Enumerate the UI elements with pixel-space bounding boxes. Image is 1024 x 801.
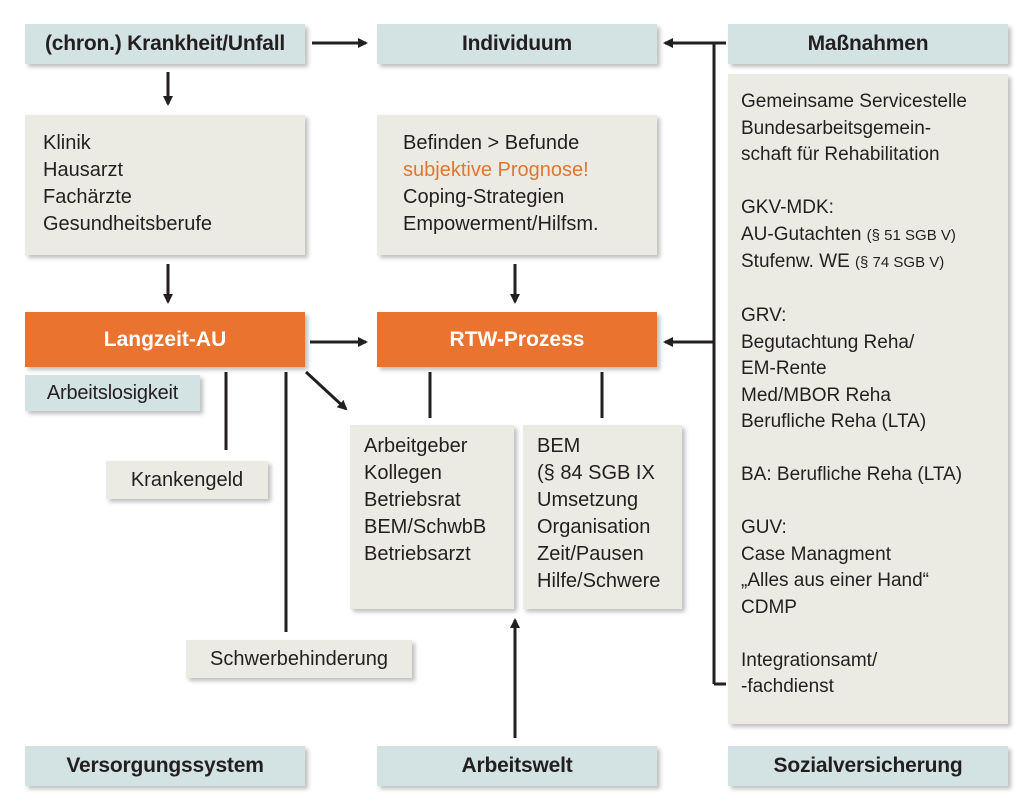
individuum-line: Coping-Strategien (403, 186, 565, 208)
integration-line: Integrationsamt/ (741, 649, 878, 671)
bem-box: BEM (§ 84 SGB IX Umsetzung Organisation … (523, 425, 682, 609)
servicestelle-line: Gemeinsame Servicestelle (741, 91, 967, 112)
individuum-line: Empowerment/Hilfsm. (403, 213, 599, 235)
arbeitgeber-line: BEM/SchwbB (364, 516, 487, 538)
guv-line: Case Managment (741, 543, 891, 565)
individuum-line: Befinden > Befunde (403, 132, 580, 154)
arrow-langzeit-to-arbeitgeber (304, 370, 348, 411)
bem-line: Zeit/Pausen (537, 543, 644, 565)
guv-line: „Alles aus einer Hand“ (741, 570, 929, 591)
servicestelle-line: Bundesarbeitsgemein- (741, 117, 932, 139)
bem-line: Umsetzung (537, 489, 639, 511)
schwerbehinderung-tag: Schwerbehinderung (186, 640, 412, 678)
arbeitgeber-line: Betriebsrat (364, 489, 461, 511)
guv-line: CDMP (741, 596, 797, 618)
bem-line: BEM (537, 435, 581, 457)
versorgung-line: Hausarzt (43, 159, 124, 181)
grv-line: Begutachtung Reha/ (741, 331, 915, 353)
arbeitgeber-line: Kollegen (364, 462, 442, 484)
arbeitgeber-line: Arbeitgeber (364, 435, 468, 457)
header-massnahmen: Maßnahmen (728, 24, 1008, 64)
grv-line: GRV: (741, 305, 787, 326)
gkv-au-line: AU-Gutachten (§ 51 SGB V) (741, 223, 956, 245)
arbeitslosigkeit-tag: Arbeitslosigkeit (25, 375, 200, 411)
bem-line: Organisation (537, 516, 651, 538)
versorgung-line: Fachärzte (43, 186, 132, 208)
bem-line: (§ 84 SGB IX (537, 462, 655, 484)
krankengeld-tag: Krankengeld (106, 461, 268, 499)
grv-line: Berufliche Reha (LTA) (741, 411, 927, 432)
header-individuum: Individuum (377, 24, 657, 64)
versorgung-line: Klinik (43, 132, 91, 154)
individuum-box: Befinden > Befunde subjektive Prognose! … (377, 115, 657, 255)
massnahmen-box: Gemeinsame Servicestelle Bundesarbeitsge… (728, 74, 1008, 724)
gkv-title: GKV-MDK: (741, 197, 834, 218)
rtw-prozess-box: RTW-Prozess (377, 312, 657, 367)
integration-line: -fachdienst (741, 676, 834, 697)
langzeit-au-box: Langzeit-AU (25, 312, 305, 367)
ba-line: BA: Berufliche Reha (LTA) (741, 464, 963, 485)
header-versorgungssystem: Versorgungssystem (25, 746, 305, 786)
versorgung-line: Gesundheitsberufe (43, 213, 213, 235)
header-sozialversicherung: Sozialversicherung (728, 746, 1008, 786)
grv-line: EM-Rente (741, 358, 827, 379)
guv-line: GUV: (741, 517, 787, 538)
servicestelle-line: schaft für Rehabilitation (741, 144, 940, 165)
header-krankheit-unfall: (chron.) Krankheit/Unfall (25, 24, 305, 64)
arbeitgeber-box: Arbeitgeber Kollegen Betriebsrat BEM/Sch… (350, 425, 514, 609)
grv-line: Med/MBOR Reha (741, 384, 891, 406)
header-arbeitswelt: Arbeitswelt (377, 746, 657, 786)
arbeitgeber-line: Betriebsarzt (364, 543, 471, 565)
bem-line: Hilfe/Schwere (537, 570, 661, 592)
gkv-stufen-line: Stufenw. WE (§ 74 SGB V) (741, 251, 945, 272)
individuum-highlight-line: subjektive Prognose! (403, 159, 589, 181)
versorgung-box: Klinik Hausarzt Fachärzte Gesundheitsber… (25, 115, 305, 255)
